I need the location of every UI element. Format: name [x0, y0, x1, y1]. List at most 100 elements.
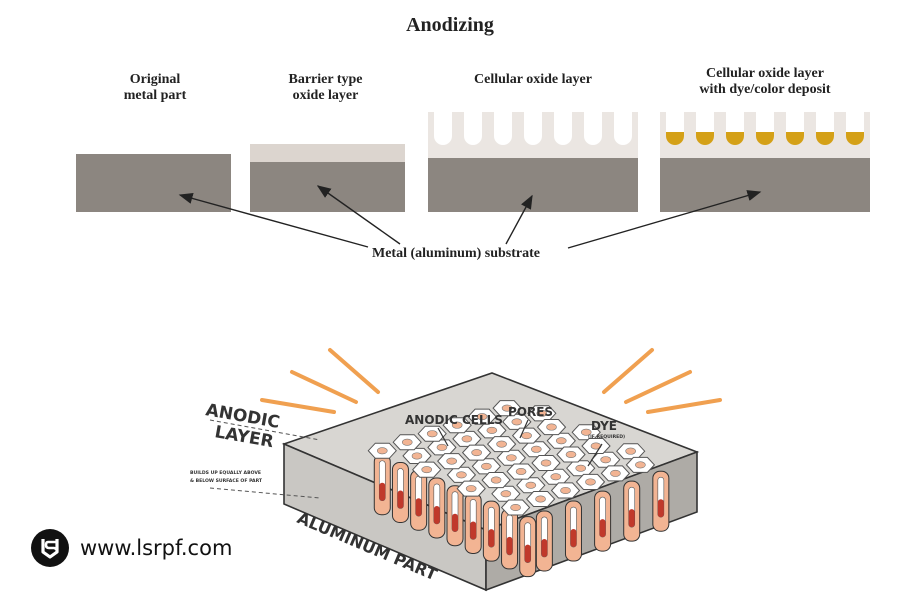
arrow-to-barrier: [316, 185, 401, 245]
arrow-to-cellular: [505, 194, 533, 245]
stage-label-barrier-line2: oxide layer: [292, 88, 359, 103]
substrate-arrows: [178, 185, 762, 249]
dye-deposit: [666, 132, 684, 145]
dye-deposit: [696, 132, 714, 145]
dye-deposit: [756, 132, 774, 145]
barrier-oxide-film: [250, 144, 405, 162]
cell-pore: [411, 452, 423, 460]
cell-pore: [490, 476, 502, 484]
cell-pore: [496, 440, 507, 448]
stage-label-dyed-line2: with dye/color deposit: [699, 82, 831, 97]
stage-label-cellular: Cellular oxide layer: [428, 72, 638, 88]
barrier-oxide-block: [250, 144, 405, 212]
cell-pore: [476, 413, 488, 421]
cell-pore: [471, 449, 482, 457]
cell-pore: [536, 409, 548, 417]
stage-label-barrier-line1: Barrier type: [288, 72, 363, 87]
substrate-label: Metal (aluminum) substrate: [372, 246, 540, 261]
anodic-cells-label: ANODIC CELLS: [405, 413, 503, 427]
cell-pore: [585, 478, 596, 486]
rays-left-icon: [260, 348, 380, 414]
lsrpf-logo-icon: [31, 529, 69, 567]
column-dye: [452, 513, 458, 532]
stage-label-dyed: Cellular oxide layer with dye/color depo…: [660, 66, 870, 98]
cell-pore: [530, 445, 542, 453]
dye-deposit: [726, 132, 744, 145]
cell-pore: [510, 503, 521, 511]
cell-pore: [486, 426, 498, 434]
stage-label-cellular-line1: Cellular oxide layer: [474, 72, 592, 87]
oxide-pore: [614, 108, 632, 145]
column-dye: [433, 505, 440, 524]
column-dye: [379, 482, 386, 501]
watermark: www.lsrpf.com: [30, 528, 232, 568]
arrow-to-dyed: [567, 190, 762, 249]
anodic-cell-grid: [367, 400, 656, 516]
cellular-oxide-block: [428, 108, 638, 212]
builds-note-line2: & BELOW SURFACE OF PART: [190, 478, 263, 484]
oxide-pore: [584, 108, 602, 145]
cell-pore: [401, 438, 413, 446]
anodic-layer-guides: [209, 419, 321, 499]
column-dye: [628, 509, 635, 528]
diagram-title: Anodizing: [406, 14, 494, 36]
cell-pore: [550, 473, 562, 481]
oxide-pore: [554, 108, 572, 145]
cell-pore: [500, 490, 512, 498]
rays-right-icon: [602, 348, 722, 414]
cell-pore: [511, 418, 523, 426]
dye-note: (IF REQUIRED): [588, 434, 625, 440]
column-dye: [541, 538, 548, 557]
dye-label: DYE: [591, 419, 617, 433]
cell-pore: [521, 432, 532, 440]
cell-pore: [535, 495, 546, 503]
cell-pore: [600, 456, 612, 464]
column-dye: [488, 529, 495, 548]
stage-label-barrier: Barrier type oxide layer: [248, 72, 403, 104]
cell-pore: [461, 435, 473, 443]
column-dye: [470, 521, 477, 540]
cell-pore: [376, 447, 388, 455]
cell-pore: [421, 466, 433, 474]
cell-pore: [525, 481, 537, 489]
oxide-pore: [494, 108, 512, 145]
column-dye: [524, 544, 531, 563]
cell-pore: [436, 443, 448, 451]
oxide-pore: [434, 108, 452, 145]
column-dye: [397, 490, 404, 509]
dye-deposit: [846, 132, 864, 145]
stage-label-dyed-line1: Cellular oxide layer: [706, 66, 824, 81]
stage-label-original-line1: Original: [129, 72, 181, 87]
dye-deposit: [786, 132, 804, 145]
cell-pore: [555, 437, 567, 445]
dyed-oxide-block: [660, 108, 870, 212]
builds-note-line1: BUILDS UP EQUALLY ABOVE: [190, 470, 261, 476]
cell-pore: [446, 457, 457, 465]
dye-deposit: [816, 132, 834, 145]
cell-pore: [506, 454, 517, 462]
cell-pore: [426, 430, 438, 438]
cell-pore: [540, 459, 552, 467]
column-dye: [657, 499, 664, 518]
cell-pore: [515, 468, 527, 476]
cell-pore: [465, 485, 477, 493]
cell-pore: [635, 461, 646, 469]
column-dye: [599, 519, 606, 538]
cell-pore: [456, 471, 467, 479]
cell-pore: [625, 447, 636, 455]
column-dye: [570, 529, 577, 548]
stage-label-original: Original metal part: [85, 72, 225, 104]
cell-pore: [580, 428, 592, 436]
leader-lines: [437, 419, 603, 467]
column-dye: [506, 536, 513, 555]
oxide-pore: [524, 108, 542, 145]
cell-pore: [610, 469, 621, 477]
oxide-pore: [464, 108, 482, 145]
cell-pore: [575, 464, 587, 472]
cell-pore: [451, 421, 463, 429]
cell-pore: [501, 404, 513, 412]
cell-pore: [565, 450, 577, 458]
arrow-to-original: [178, 192, 369, 248]
pores-label: PORES: [508, 405, 553, 419]
